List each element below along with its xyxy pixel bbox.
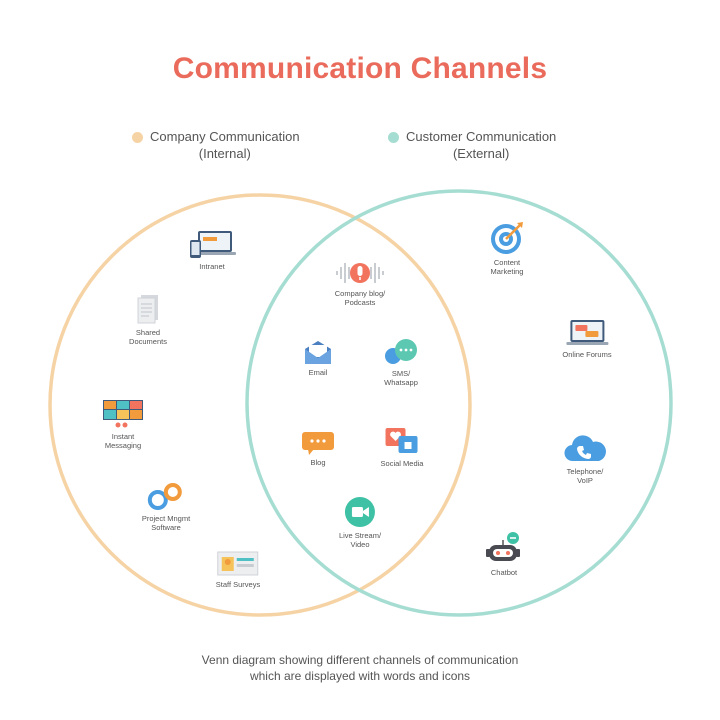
label-live-stream: Live Stream/ Video bbox=[338, 531, 382, 549]
label-instant-messaging: Instant Messaging bbox=[104, 432, 142, 450]
laptop-chat-icon bbox=[566, 320, 608, 345]
chat-bubbles-icon bbox=[385, 339, 417, 364]
legend-internal-line1: Company Communication bbox=[150, 129, 300, 144]
item-content-marketing: Content Marketing bbox=[489, 220, 525, 276]
target-icon bbox=[491, 222, 523, 254]
label-blog: Blog bbox=[310, 458, 326, 467]
survey-card-icon bbox=[217, 551, 259, 576]
item-live-stream: Live Stream/ Video bbox=[339, 495, 381, 549]
item-project-mgmt: Project Mngmt Software bbox=[142, 482, 190, 532]
item-blog: Blog bbox=[300, 430, 336, 467]
item-intranet: Intranet bbox=[186, 228, 238, 271]
legend-internal-dot bbox=[132, 132, 143, 143]
label-sms: SMS/ Whatsapp bbox=[384, 369, 418, 387]
label-staff-surveys: Staff Surveys bbox=[215, 580, 261, 589]
gears-icon bbox=[147, 483, 182, 510]
video-camera-icon bbox=[344, 497, 375, 527]
laptop-phone-icon bbox=[190, 231, 236, 258]
caption: Venn diagram showing different channels … bbox=[201, 653, 519, 683]
legend-external-dot bbox=[388, 132, 399, 143]
legend-internal-line2: (Internal) bbox=[198, 146, 251, 161]
item-social-media: Social Media bbox=[380, 425, 424, 468]
speech-bubble-icon bbox=[302, 432, 334, 455]
item-staff-surveys: Staff Surveys bbox=[216, 550, 260, 589]
internal-circle bbox=[48, 193, 472, 617]
item-shared-documents: Shared Documents bbox=[129, 292, 167, 346]
document-icon bbox=[137, 295, 158, 324]
item-instant-messaging: Instant Messaging bbox=[101, 398, 145, 450]
label-company-blog: Company blog/ Podcasts bbox=[334, 289, 386, 307]
external-circle bbox=[245, 189, 673, 617]
item-online-forums: Online Forums bbox=[562, 318, 612, 359]
label-chatbot: Chatbot bbox=[490, 568, 518, 577]
social-hearts-icon bbox=[385, 428, 418, 453]
label-project-mgmt: Project Mngmt Software bbox=[141, 514, 191, 532]
robot-icon bbox=[486, 532, 520, 561]
cloud-phone-icon bbox=[564, 435, 606, 462]
legend-external: Customer Communication (External) bbox=[388, 128, 556, 162]
diagram-title: Communication Channels bbox=[172, 52, 548, 85]
legend-internal: Company Communication (Internal) bbox=[132, 128, 300, 162]
item-sms: SMS/ Whatsapp bbox=[382, 337, 420, 387]
label-email: Email bbox=[308, 368, 328, 377]
item-email: Email bbox=[302, 340, 334, 377]
legend-external-line1: Customer Communication bbox=[406, 129, 557, 144]
video-grid-icon bbox=[103, 400, 143, 428]
item-chatbot: Chatbot bbox=[484, 530, 524, 577]
envelope-icon bbox=[305, 341, 331, 364]
label-content-marketing: Content Marketing bbox=[490, 258, 524, 276]
label-social-media: Social Media bbox=[380, 459, 424, 468]
item-company-blog: Company blog/ Podcasts bbox=[333, 255, 387, 307]
label-telephone: Telephone/ VoIP bbox=[566, 467, 604, 485]
label-shared-documents: Shared Documents bbox=[129, 328, 167, 346]
microphone-wave-icon bbox=[336, 263, 384, 283]
label-online-forums: Online Forums bbox=[562, 350, 612, 359]
legend-external-line2: (External) bbox=[452, 146, 510, 161]
item-telephone: Telephone/ VoIP bbox=[563, 433, 607, 485]
label-intranet: Intranet bbox=[199, 262, 225, 271]
